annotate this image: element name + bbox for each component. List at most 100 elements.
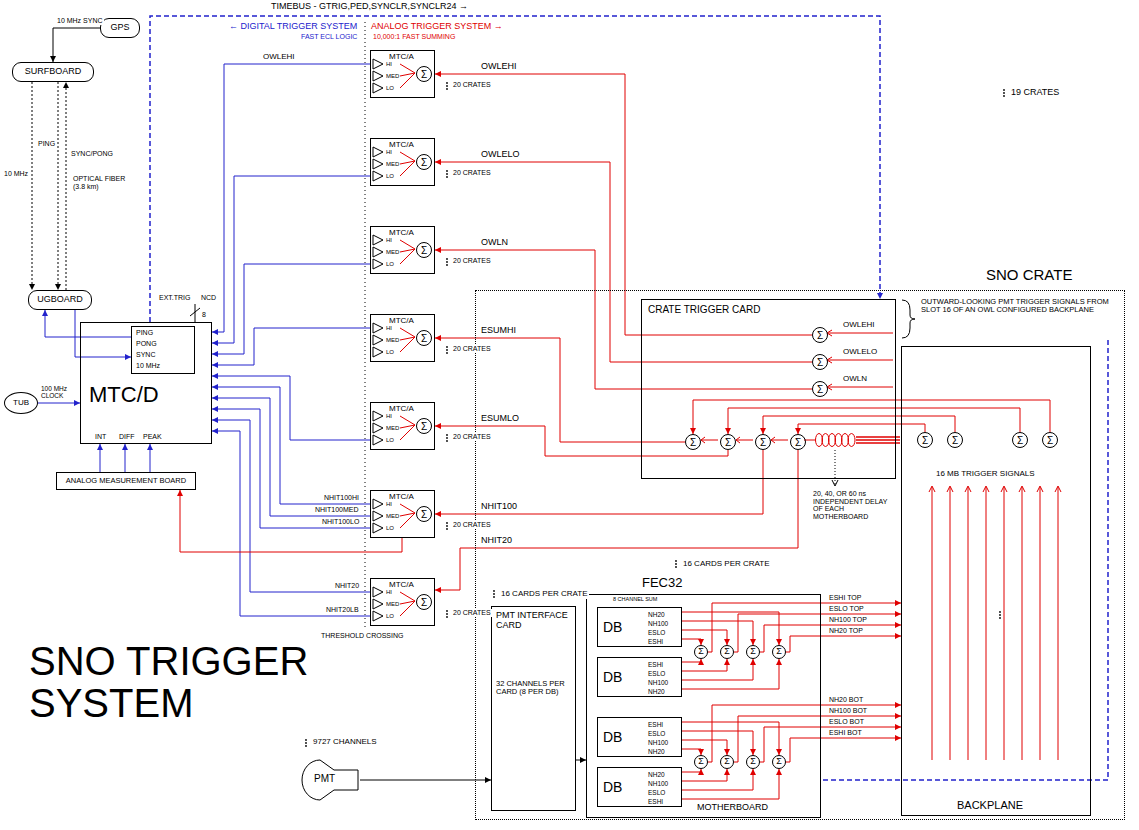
node-text: DB (603, 670, 622, 685)
timebus-line (822, 340, 1108, 780)
sum-wire (400, 513, 415, 528)
backplane-box: BACKPLANEΣΣΣΣ (901, 346, 1091, 816)
ellipsis-dot (446, 525, 448, 527)
node-text: HI (386, 589, 392, 596)
mb-signal (950, 487, 951, 760)
arrow-head (771, 437, 775, 443)
signal-label: NHIT20LB (325, 606, 360, 614)
ellipsis-dot (446, 85, 448, 87)
node-text: MOTHERBOARD (697, 803, 768, 813)
node-text: INT (95, 433, 106, 441)
node-text: Σ (817, 357, 823, 368)
node-text: LO (386, 349, 394, 356)
signal-label: NHIT20 (334, 582, 360, 590)
node-text: LO (386, 437, 394, 444)
node-text: Σ (776, 647, 782, 657)
annotation-label: 20 CRATES (452, 345, 492, 353)
node-text: Σ (795, 437, 801, 448)
node-text: NH100 (648, 739, 668, 746)
node-text: LO (386, 85, 394, 92)
ellipsis-dot (305, 745, 307, 747)
node-text: LO (386, 613, 394, 620)
comparator-symbol (373, 335, 383, 345)
node-text: Σ (416, 418, 432, 434)
ellipsis-dot (446, 82, 448, 84)
annotation-label: 20 CRATES (452, 433, 492, 441)
ext-trig-bus (195, 304, 196, 322)
annotation-label: 19 CRATES (1010, 88, 1060, 98)
signal-label: 100 MHz CLOCK (40, 385, 80, 399)
controller-box: MTC/DINTDIFFPEAKPINGPONGSYNC10 MHz (80, 322, 212, 444)
sum-wire (736, 440, 753, 441)
signal-wire (53, 28, 100, 62)
brace (902, 300, 915, 338)
comparator-symbol (373, 499, 383, 509)
sum-wire (400, 161, 415, 176)
mtca-box: MTC/AHIMEDLOΣ (370, 50, 435, 98)
signal-label: ESUMLO (480, 414, 520, 424)
mb-signal (968, 487, 969, 760)
signal-label: NH100 TOP (828, 616, 868, 624)
signal-wire (734, 614, 901, 652)
signal-wire (435, 162, 812, 362)
node-text: Σ (416, 594, 432, 610)
comparator-symbol (373, 511, 383, 521)
sum-circle: Σ (812, 381, 828, 397)
annotation-label: ← DIGITAL TRIGGER SYSTEM (228, 22, 358, 32)
delay-coil (822, 434, 829, 447)
ellipsis-dot (446, 173, 448, 175)
ellipsis-dot (675, 566, 677, 568)
node-text: DB (603, 780, 622, 795)
signal-label: TIMEBUS - GTRIG,PED,SYNCLR,SYNCLR24 → (270, 2, 469, 12)
comparator-symbol (373, 83, 383, 93)
annotation-label: 16 CARDS PER CRATE (682, 560, 771, 569)
node-text: NH20 (648, 748, 665, 755)
ellipsis-dot (305, 742, 307, 744)
owl-input (828, 333, 893, 334)
node-text: MED (386, 249, 399, 256)
signal-label: OWLN (480, 238, 509, 248)
crate-outline: SNO CRATECRATE TRIGGER CARDΣΣΣΣΣΣΣBACKPL… (475, 290, 1125, 820)
ellipsis-dot (999, 611, 1001, 613)
annotation-label: FAST ECL LOGIC (300, 33, 358, 41)
sum-circle: Σ (772, 645, 786, 659)
arrow-head (983, 486, 989, 492)
sum-circle: Σ (917, 432, 933, 448)
node-text: PONG (136, 340, 157, 348)
signal-wire (682, 769, 701, 772)
mtca-box: MTC/AHIMEDLOΣ (370, 138, 435, 186)
sum-circle: Σ (746, 645, 760, 659)
node-text: NH100 (648, 679, 668, 686)
node-text: MED (386, 73, 399, 80)
ellipsis-dot (446, 176, 448, 178)
node-text: MED (386, 513, 399, 520)
signal-wire (212, 387, 370, 504)
trigger-bundle (856, 436, 900, 438)
sum-circle: Σ (772, 755, 786, 769)
ellipsis-dot (1003, 92, 1005, 94)
node-text: Σ (760, 437, 766, 448)
signal-wire (212, 409, 370, 528)
ellipsis-dot (493, 596, 495, 598)
sum-wire (400, 416, 415, 425)
sum-circle: Σ (720, 434, 736, 450)
arrow-head (736, 437, 740, 443)
node-text: HI (386, 501, 392, 508)
mb-signal (1022, 487, 1023, 760)
trigger-bundle (856, 439, 900, 441)
annotation-label: 16 MB TRIGGER SIGNALS (935, 470, 1036, 479)
comparator-symbol (373, 323, 383, 333)
signal-wire (682, 639, 701, 645)
signal-wire (798, 424, 925, 434)
owl-input (828, 387, 893, 388)
comparator-symbol (373, 259, 383, 269)
ellipsis-dot (999, 614, 1001, 616)
signal-wire (212, 420, 370, 592)
daughterboard-box: DBESHIESLONH100NH20 (597, 717, 682, 757)
signal-wire (212, 376, 370, 440)
node-text: LO (386, 173, 394, 180)
annotation-label: OWLN (842, 375, 868, 384)
signal-wire (435, 450, 763, 514)
node-text: Σ (698, 647, 704, 657)
signal-wire (100, 444, 101, 472)
